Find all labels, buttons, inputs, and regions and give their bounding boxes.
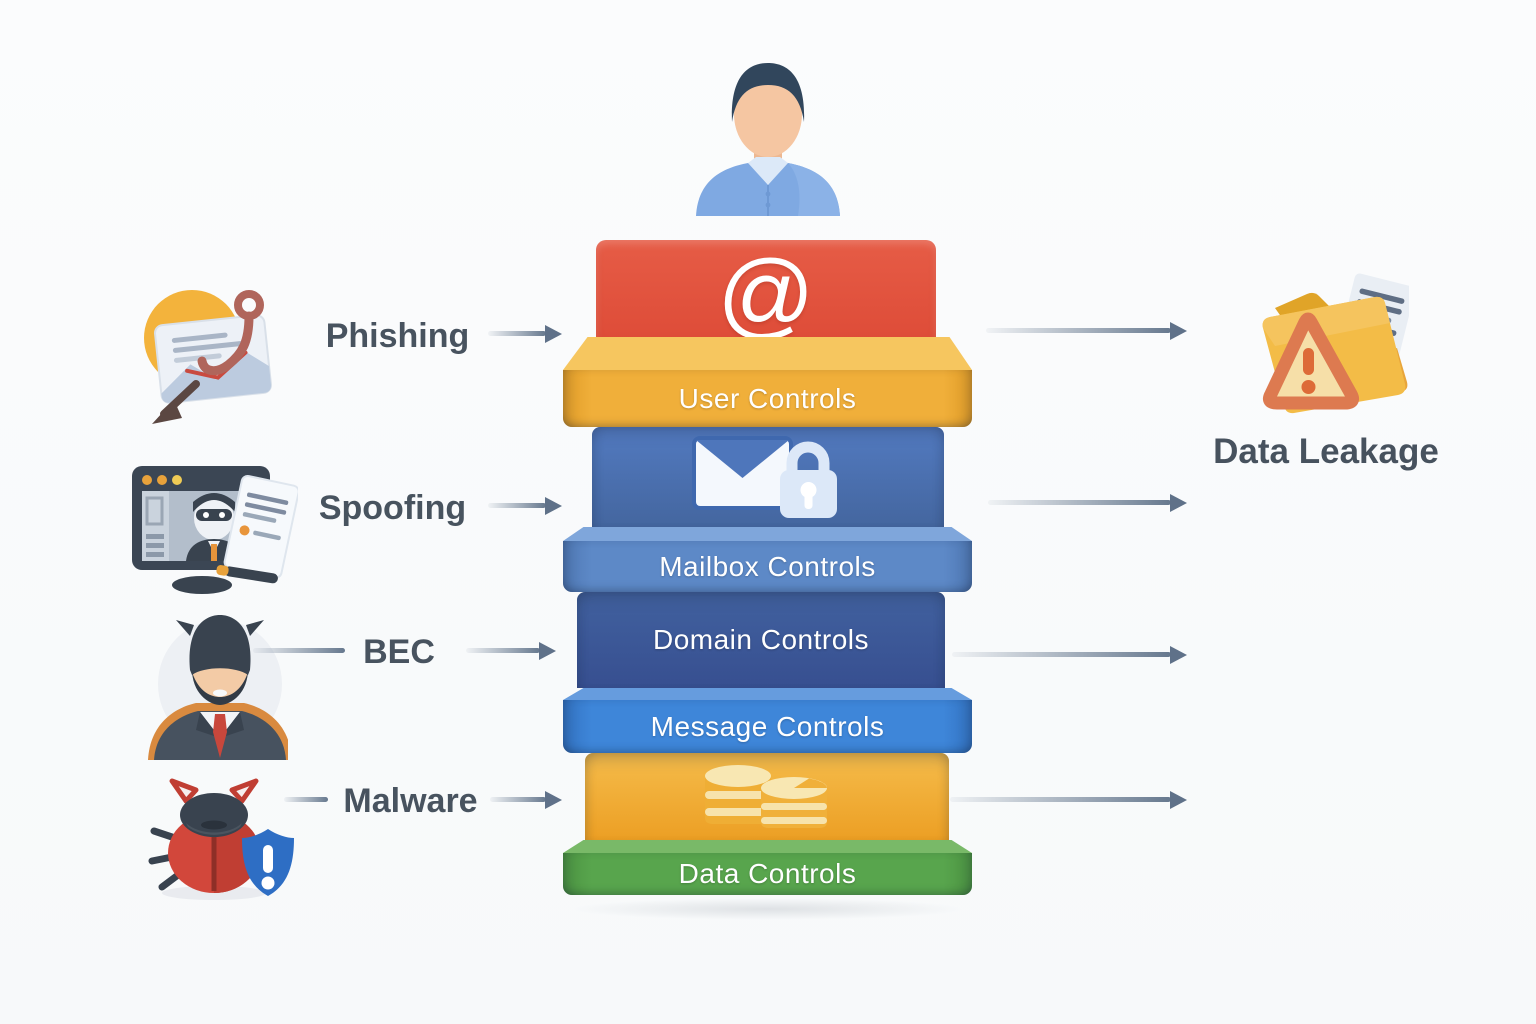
folder-warning-icon: [1262, 273, 1409, 414]
spoofed-screen-icon: [132, 466, 298, 594]
connector-malware: [284, 797, 328, 802]
arrow-spoofing-to-stack: [488, 503, 546, 508]
connector-bec: [253, 648, 345, 653]
phishing-hook-email-icon: [144, 290, 272, 424]
layer-label: Data Controls: [678, 858, 857, 889]
layer-block-data: [585, 753, 949, 840]
at-symbol-icon: @: [717, 240, 815, 348]
layer-message-controls: Message Controls: [563, 688, 972, 753]
arrow-malware-to-stack: [490, 797, 546, 802]
impersonator-icon: [148, 615, 288, 760]
arrow-stack-to-leakage-2: [988, 500, 1171, 505]
layer-block-user-entry: @: [596, 240, 936, 353]
stack-shadow: [570, 898, 965, 920]
bug-shield-icon: [148, 778, 294, 900]
layer-block-mailbox: [592, 427, 944, 527]
platform-top-face: [563, 527, 972, 541]
arrow-stack-to-leakage-3: [952, 652, 1171, 657]
layer-mailbox-controls: Mailbox Controls: [563, 527, 972, 592]
arrow-bec-to-stack: [466, 648, 540, 653]
layer-label: User Controls: [678, 382, 857, 414]
layer-label: Message Controls: [650, 710, 885, 742]
user-avatar-icon: [696, 63, 840, 216]
layer-data-controls: Data Controls: [563, 840, 972, 895]
layer-label: Mailbox Controls: [659, 550, 876, 582]
threat-label-phishing: Phishing: [325, 317, 470, 355]
platform-top-face: [563, 840, 972, 853]
arrow-stack-to-leakage-4: [950, 797, 1171, 802]
platform-top-face: [563, 688, 972, 700]
platform-top-face: [563, 337, 972, 370]
envelope-lock-icon: [691, 436, 837, 518]
outcome-label-data-leakage: Data Leakage: [1213, 432, 1439, 471]
threat-label-malware: Malware: [343, 782, 478, 820]
layer-user-controls: User Controls: [563, 337, 972, 427]
layer-label: Domain Controls: [652, 624, 870, 655]
threat-label-bec: BEC: [363, 633, 435, 671]
coin-stack-icon: [705, 764, 827, 828]
threat-label-spoofing: Spoofing: [318, 489, 467, 527]
layer-domain-controls: Domain Controls: [577, 592, 945, 688]
arrow-stack-to-leakage-1: [986, 328, 1171, 333]
arrow-phishing-to-stack: [488, 331, 546, 336]
